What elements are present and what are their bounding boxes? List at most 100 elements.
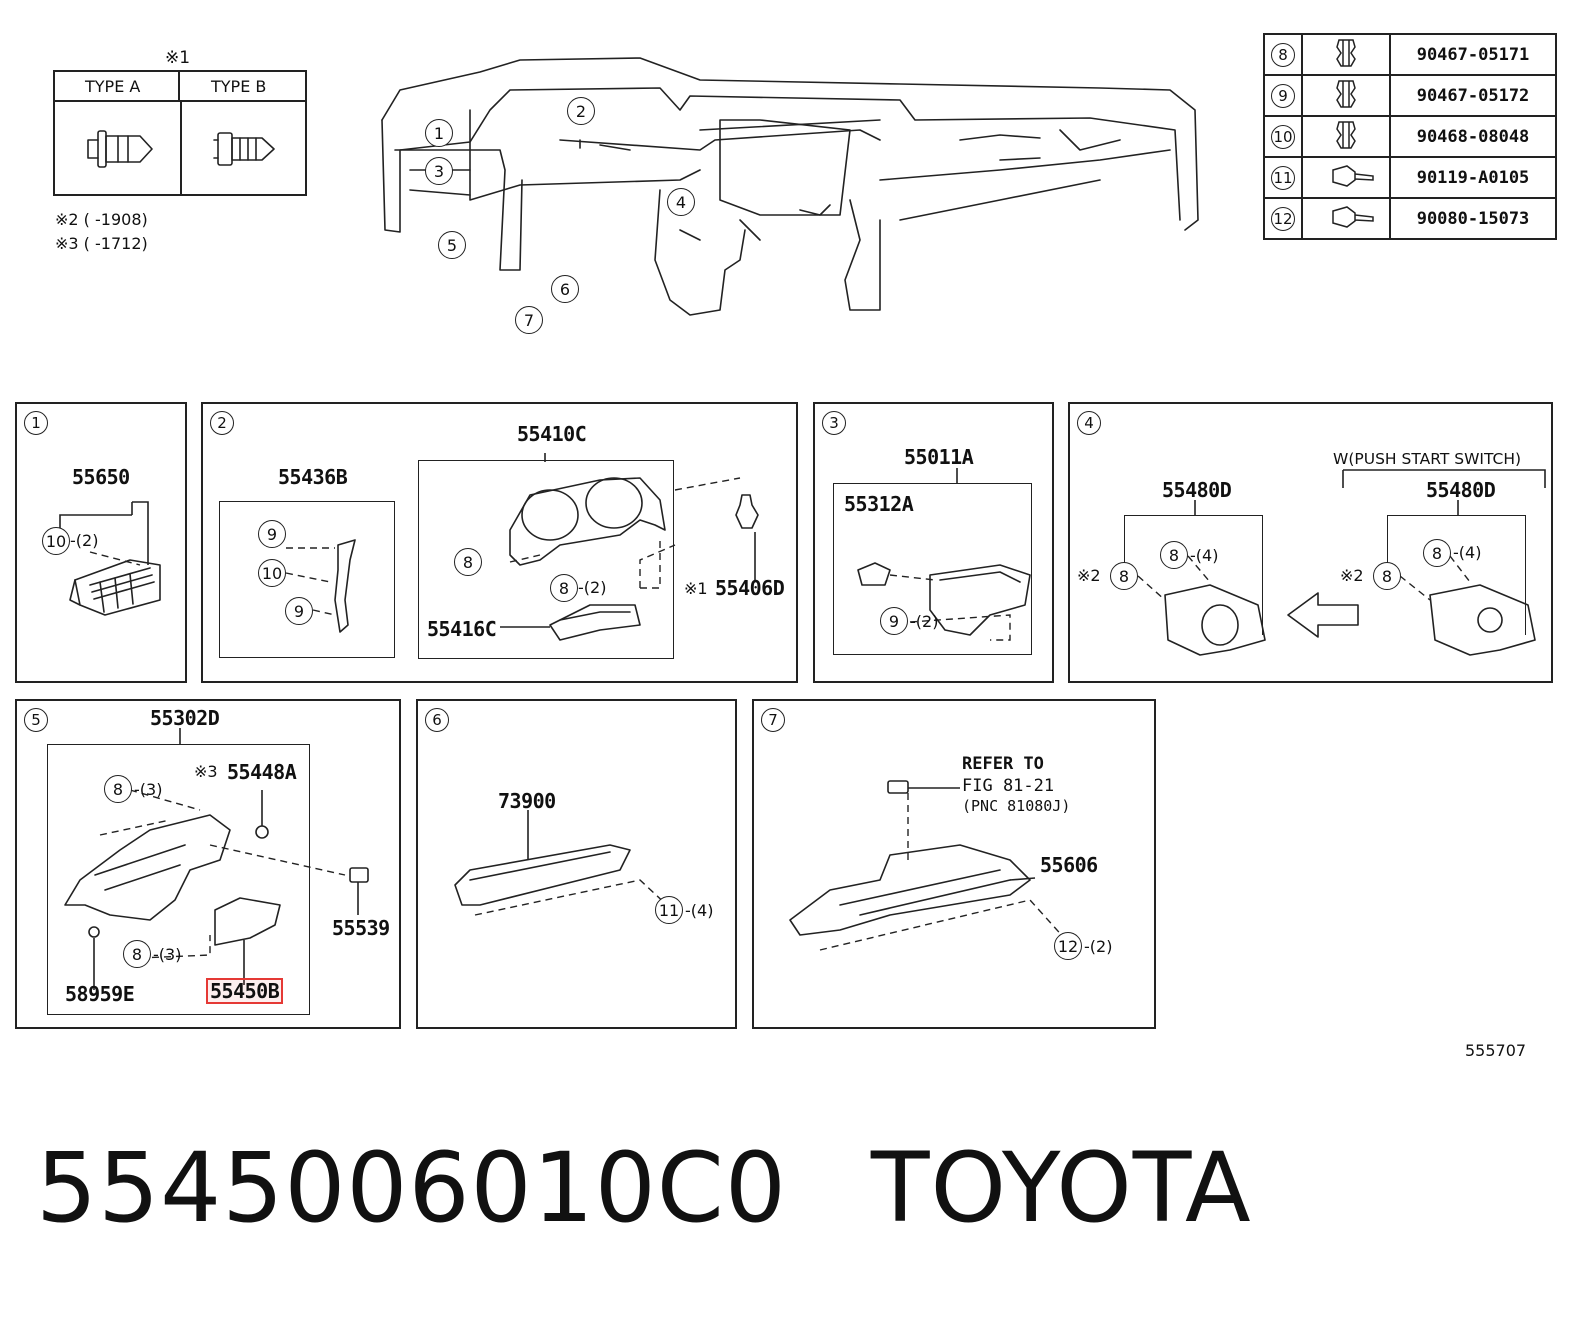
switch-55312a-art [857, 562, 891, 586]
fastener-ref-callout: 11 [1271, 165, 1295, 190]
type-ref-mark: ※1 [165, 48, 191, 68]
fastener-icon-cell [1301, 156, 1391, 199]
overview-callout-2: 2 [567, 97, 595, 125]
panel-6 [416, 699, 737, 1029]
panel-4-id: 4 [1077, 411, 1101, 435]
p4-left-callout-8b: 8 [1110, 562, 1138, 590]
p2-callout-9a: 9 [258, 520, 286, 548]
fastener-icon-cell [1301, 74, 1391, 117]
p5-callout-8a: 8 [104, 775, 132, 803]
connector-icon [887, 780, 909, 794]
part-55011a-label: 55011A [904, 445, 974, 469]
part-55480d-right-label: 55480D [1426, 478, 1496, 502]
p4-left-callout-8a: 8 [1160, 541, 1188, 569]
p2-callout-10: 10 [258, 559, 286, 587]
part-55448a-label: 55448A [227, 760, 297, 784]
p1-clip-qty: -(2) [70, 531, 99, 550]
note-2: ※2 ( -1908) [55, 210, 148, 229]
p4-variant-label: W(PUSH START SWITCH) [1333, 450, 1522, 468]
type-legend-box: TYPE A TYPE B [53, 70, 307, 196]
part-55436b-label: 55436B [278, 465, 348, 489]
screw-58959e-icon [88, 926, 100, 938]
p5-sub-box [47, 744, 310, 1015]
fastener-part-number: 90080-15073 [1389, 197, 1557, 240]
part-55606-label: 55606 [1040, 853, 1098, 877]
bolt-icon [1332, 165, 1374, 187]
p7-refer-line-2: FIG 81-21 [962, 776, 1055, 796]
type-b-label: TYPE B [211, 77, 267, 96]
clip-type-a-icon [87, 130, 153, 168]
p5-callout-8b: 8 [123, 940, 151, 968]
overview-callout-4: 4 [667, 188, 695, 216]
p7-callout-12-qty: -(2) [1084, 937, 1113, 956]
audio-cover-73900-art [454, 844, 631, 906]
panel-7 [752, 699, 1156, 1029]
undercover-55606-art [789, 844, 1031, 936]
p3-callout-9-qty: -(2) [910, 612, 939, 631]
p5-callout-8b-qty: -(3) [153, 945, 182, 964]
p7-callout-12: 12 [1054, 932, 1082, 960]
panel-4 [1068, 402, 1553, 683]
vent-55650-art [69, 559, 161, 616]
fastener-part-number: 90468-08048 [1389, 115, 1557, 158]
dashboard-overview-art [381, 57, 1199, 316]
fastener-row: 12 90080-15073 [1263, 197, 1557, 240]
overview-callout-7: 7 [515, 306, 543, 334]
panel-6-id: 6 [425, 708, 449, 732]
p7-refer-line-3: (PNC 81080J) [962, 797, 1071, 815]
fastener-ref-callout: 10 [1271, 124, 1295, 149]
overview-callout-1: 1 [425, 119, 453, 147]
p2-callout-8b-qty: -(2) [578, 578, 607, 597]
overview-callout-5: 5 [438, 231, 466, 259]
fastener-row: 11 90119-A0105 [1263, 156, 1557, 199]
part-55302d-label: 55302D [150, 706, 220, 730]
part-58959e-label: 58959E [65, 982, 135, 1006]
part-55406d-label: 55406D [715, 576, 785, 600]
p2-callout-8b: 8 [550, 574, 578, 602]
fastener-part-number: 90467-05171 [1389, 33, 1557, 76]
part-55450b-label-highlighted[interactable]: 55450B [205, 978, 284, 1004]
p3-callout-9: 9 [880, 607, 908, 635]
p2-callout-9b: 9 [285, 597, 313, 625]
clip-type-b-icon [213, 132, 275, 166]
p4-right-callout-8b: 8 [1373, 562, 1401, 590]
part-55410c-label: 55410C [517, 422, 587, 446]
note-3: ※3 ( -1712) [55, 234, 148, 253]
p2-clip-mark: ※1 [684, 579, 708, 598]
fastener-row: 8 90467-05171 [1263, 33, 1557, 76]
panel-5-id: 5 [24, 708, 48, 732]
panel-7-id: 7 [761, 708, 785, 732]
footer-brand: TOYOTA [870, 1132, 1252, 1244]
fastener-part-number: 90467-05172 [1389, 74, 1557, 117]
fastener-row: 10 90468-08048 [1263, 115, 1557, 158]
p2-sub-box-left [219, 501, 395, 658]
p4-bracket-left [1124, 515, 1262, 516]
p4-bracket-right [1387, 515, 1525, 516]
fastener-part-number: 90119-A0105 [1389, 156, 1557, 199]
cluster-55410c-art [509, 477, 666, 566]
panel-5 [15, 699, 401, 1029]
p2-callout-8: 8 [454, 548, 482, 576]
p1-clip-callout: 10 [42, 527, 70, 555]
fastener-icon-cell [1301, 197, 1391, 240]
clip-icon [1336, 121, 1356, 149]
clip-icon [1336, 80, 1356, 108]
glove-box-door-55302d-art [64, 814, 231, 921]
p6-callout-11-qty: -(4) [685, 901, 714, 920]
fastener-icon-cell [1301, 115, 1391, 158]
part-55539-label: 55539 [332, 916, 390, 940]
arrow-left-icon [1287, 592, 1359, 638]
p7-refer-line-1: REFER TO [962, 754, 1044, 774]
fastener-ref-callout: 12 [1271, 206, 1295, 231]
box-55450b-art [214, 897, 281, 946]
panel-1 [15, 402, 187, 683]
p6-callout-11: 11 [655, 896, 683, 924]
part-73900-label: 73900 [498, 789, 556, 813]
panel-2-id: 2 [210, 411, 234, 435]
p3-sub-box [833, 483, 1032, 655]
fastener-ref-callout: 8 [1271, 42, 1295, 67]
